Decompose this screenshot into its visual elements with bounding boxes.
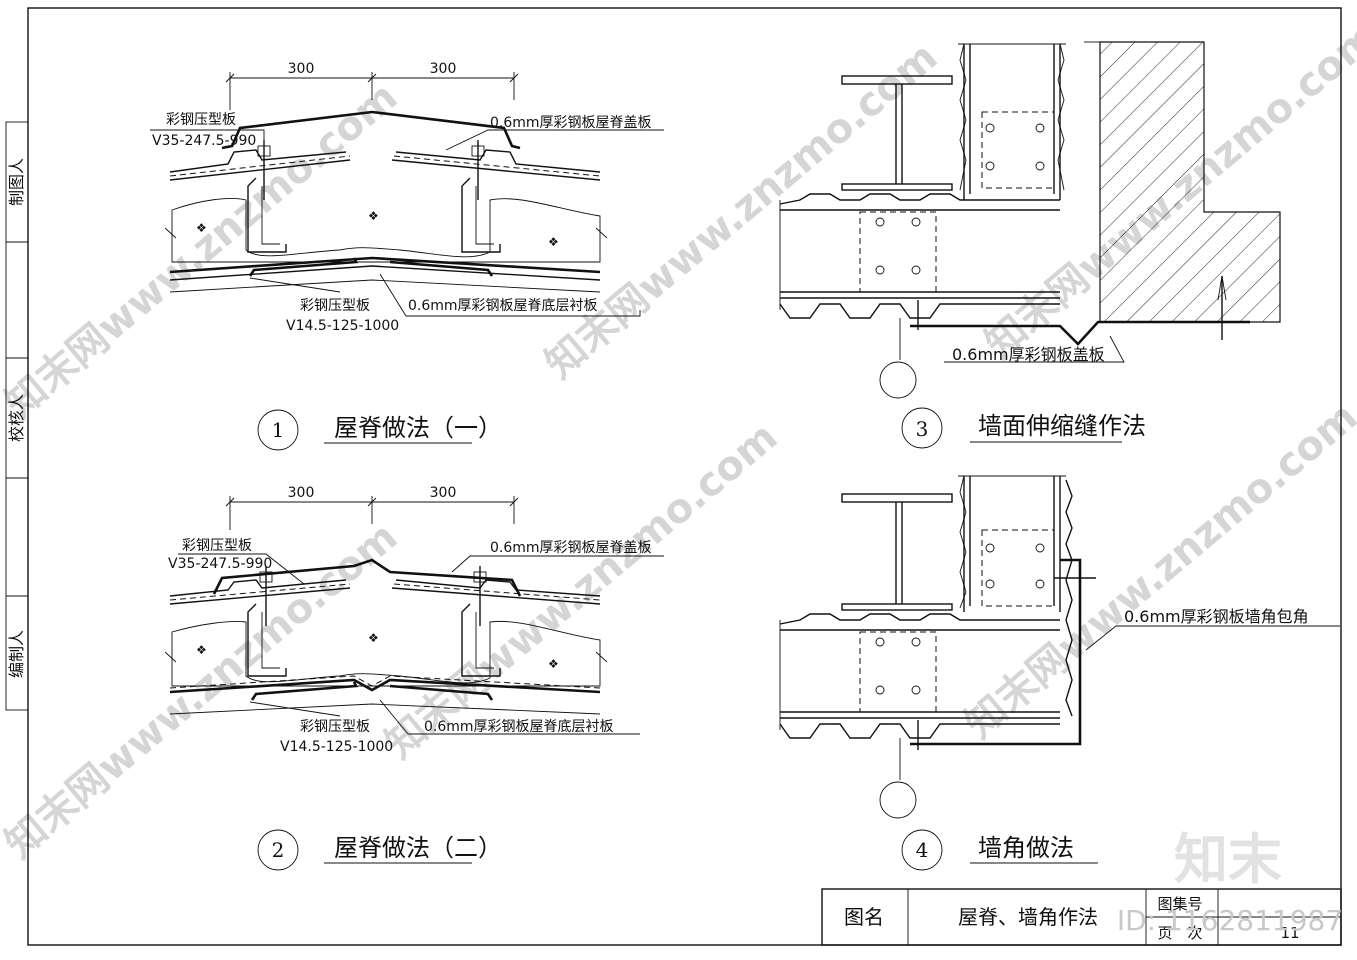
id-watermark: ID: 1162811987	[1117, 904, 1343, 937]
dimension-right: 300	[430, 61, 457, 77]
watermark-site: 知末网www.znzmo.com	[537, 34, 946, 388]
label-profiled-sheet-bottom: 彩钢压型板	[300, 719, 370, 735]
detail-number: 4	[916, 838, 929, 862]
detail-title: 墙角做法	[978, 834, 1074, 862]
detail-4: 0.6mm厚彩钢板墙角包角 4 墙角做法	[779, 475, 1340, 871]
label-profiled-sheet-top: 彩钢压型板	[182, 538, 252, 554]
title-block: 图名 屋脊、墙角作法 图集号 页 次 11	[821, 888, 1342, 946]
detail-title: 墙面伸缩缝作法	[978, 412, 1146, 440]
label-corner-wrap: 0.6mm厚彩钢板墙角包角	[1124, 607, 1309, 626]
detail-title: 屋脊做法（二）	[334, 834, 502, 862]
drawing-name-label: 图名	[844, 905, 884, 929]
brand-watermark: 知末	[1174, 828, 1282, 891]
side-label-compiler: 编制人	[7, 630, 26, 678]
label-profiled-sheet-top-spec: V35-247.5-990	[152, 133, 256, 149]
label-profiled-sheet-bottom-spec: V14.5-125-1000	[286, 318, 399, 334]
detail-2: 300 300 ❖ ❖ ❖ 彩钢压型板 V35-247.5-990	[164, 485, 664, 871]
dimension-left: 300	[288, 61, 315, 77]
drawing-name: 屋脊、墙角作法	[958, 905, 1098, 929]
atlas-number-label: 图集号	[1157, 895, 1202, 913]
dimension-left: 300	[288, 485, 315, 501]
side-strip	[5, 121, 29, 711]
dimension-right: 300	[430, 485, 457, 501]
svg-text:❖: ❖	[368, 209, 379, 223]
page-label: 页 次	[1157, 924, 1202, 942]
svg-text:❖: ❖	[196, 221, 207, 235]
label-profiled-sheet-bottom: 彩钢压型板	[300, 298, 370, 314]
watermark-site: 知末网www.znzmo.com	[957, 394, 1357, 748]
detail-title: 屋脊做法（一）	[334, 414, 502, 442]
label-ridge-liner: 0.6mm厚彩钢板屋脊底层衬板	[424, 719, 614, 735]
side-label-drawer: 制图人	[7, 158, 26, 206]
svg-text:❖: ❖	[548, 235, 559, 249]
svg-text:❖: ❖	[368, 631, 379, 645]
svg-text:❖: ❖	[548, 657, 559, 671]
page-number: 11	[1280, 924, 1299, 942]
watermark-site: 知末网www.znzmo.com	[377, 414, 786, 768]
svg-text:❖: ❖	[196, 643, 207, 657]
detail-3: 0.6mm厚彩钢板盖板 3 墙面伸缩缝作法	[779, 41, 1281, 449]
label-ridge-liner: 0.6mm厚彩钢板屋脊底层衬板	[408, 298, 598, 314]
label-ridge-cap: 0.6mm厚彩钢板屋脊盖板	[490, 540, 652, 556]
side-label-checker: 校核人	[7, 394, 26, 442]
label-profiled-sheet-top: 彩钢压型板	[166, 112, 236, 128]
label-profiled-sheet-bottom-spec: V14.5-125-1000	[280, 739, 393, 755]
label-profiled-sheet-top-spec: V35-247.5-990	[168, 556, 272, 572]
label-cover-plate: 0.6mm厚彩钢板盖板	[952, 345, 1105, 364]
detail-number: 1	[272, 418, 285, 442]
detail-number: 2	[272, 838, 285, 862]
detail-number: 3	[916, 417, 929, 441]
label-ridge-cap: 0.6mm厚彩钢板屋脊盖板	[490, 115, 652, 131]
detail-1: 300 300 ❖ ❖ ❖	[150, 61, 664, 451]
